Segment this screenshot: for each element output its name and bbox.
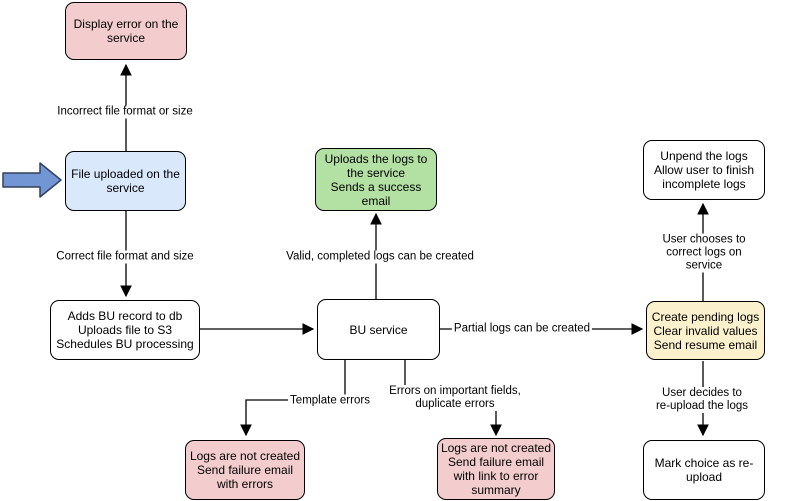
edge-label-user-reuploads: User decides to re-upload the logs	[652, 387, 752, 413]
edge-label-correct-file: Correct file format and size	[54, 250, 196, 264]
node-bu-service: BU service	[317, 299, 440, 360]
edge-label-user-corrects: User chooses to correct logs on service	[655, 233, 753, 273]
node-logs-not-created-errors: Logs are not created Send failure email …	[185, 440, 305, 500]
input-arrow-icon	[2, 162, 62, 198]
node-create-pending-logs: Create pending logs Clear invalid values…	[646, 301, 765, 360]
edge-label-template-errors: Template errors	[288, 394, 372, 408]
edge-label-incorrect-file: Incorrect file format or size	[55, 105, 195, 119]
node-adds-bu-record: Adds BU record to db Uploads file to S3 …	[50, 300, 200, 360]
node-logs-not-created-summary: Logs are not created Send failure email …	[437, 438, 555, 500]
node-unpend-logs: Unpend the logs Allow user to finish inc…	[643, 140, 765, 200]
node-uploads-logs-success: Uploads the logs to the service Sends a …	[315, 148, 437, 211]
edge-label-field-errors: Errors on important fields, duplicate er…	[387, 385, 523, 411]
edge-label-valid-logs: Valid, completed logs can be created	[284, 250, 476, 264]
edge-label-partial-logs: Partial logs can be created	[451, 322, 593, 336]
node-mark-reupload: Mark choice as re-upload	[643, 440, 765, 500]
node-display-error: Display error on the service	[65, 2, 187, 60]
node-file-uploaded: File uploaded on the service	[65, 151, 186, 211]
